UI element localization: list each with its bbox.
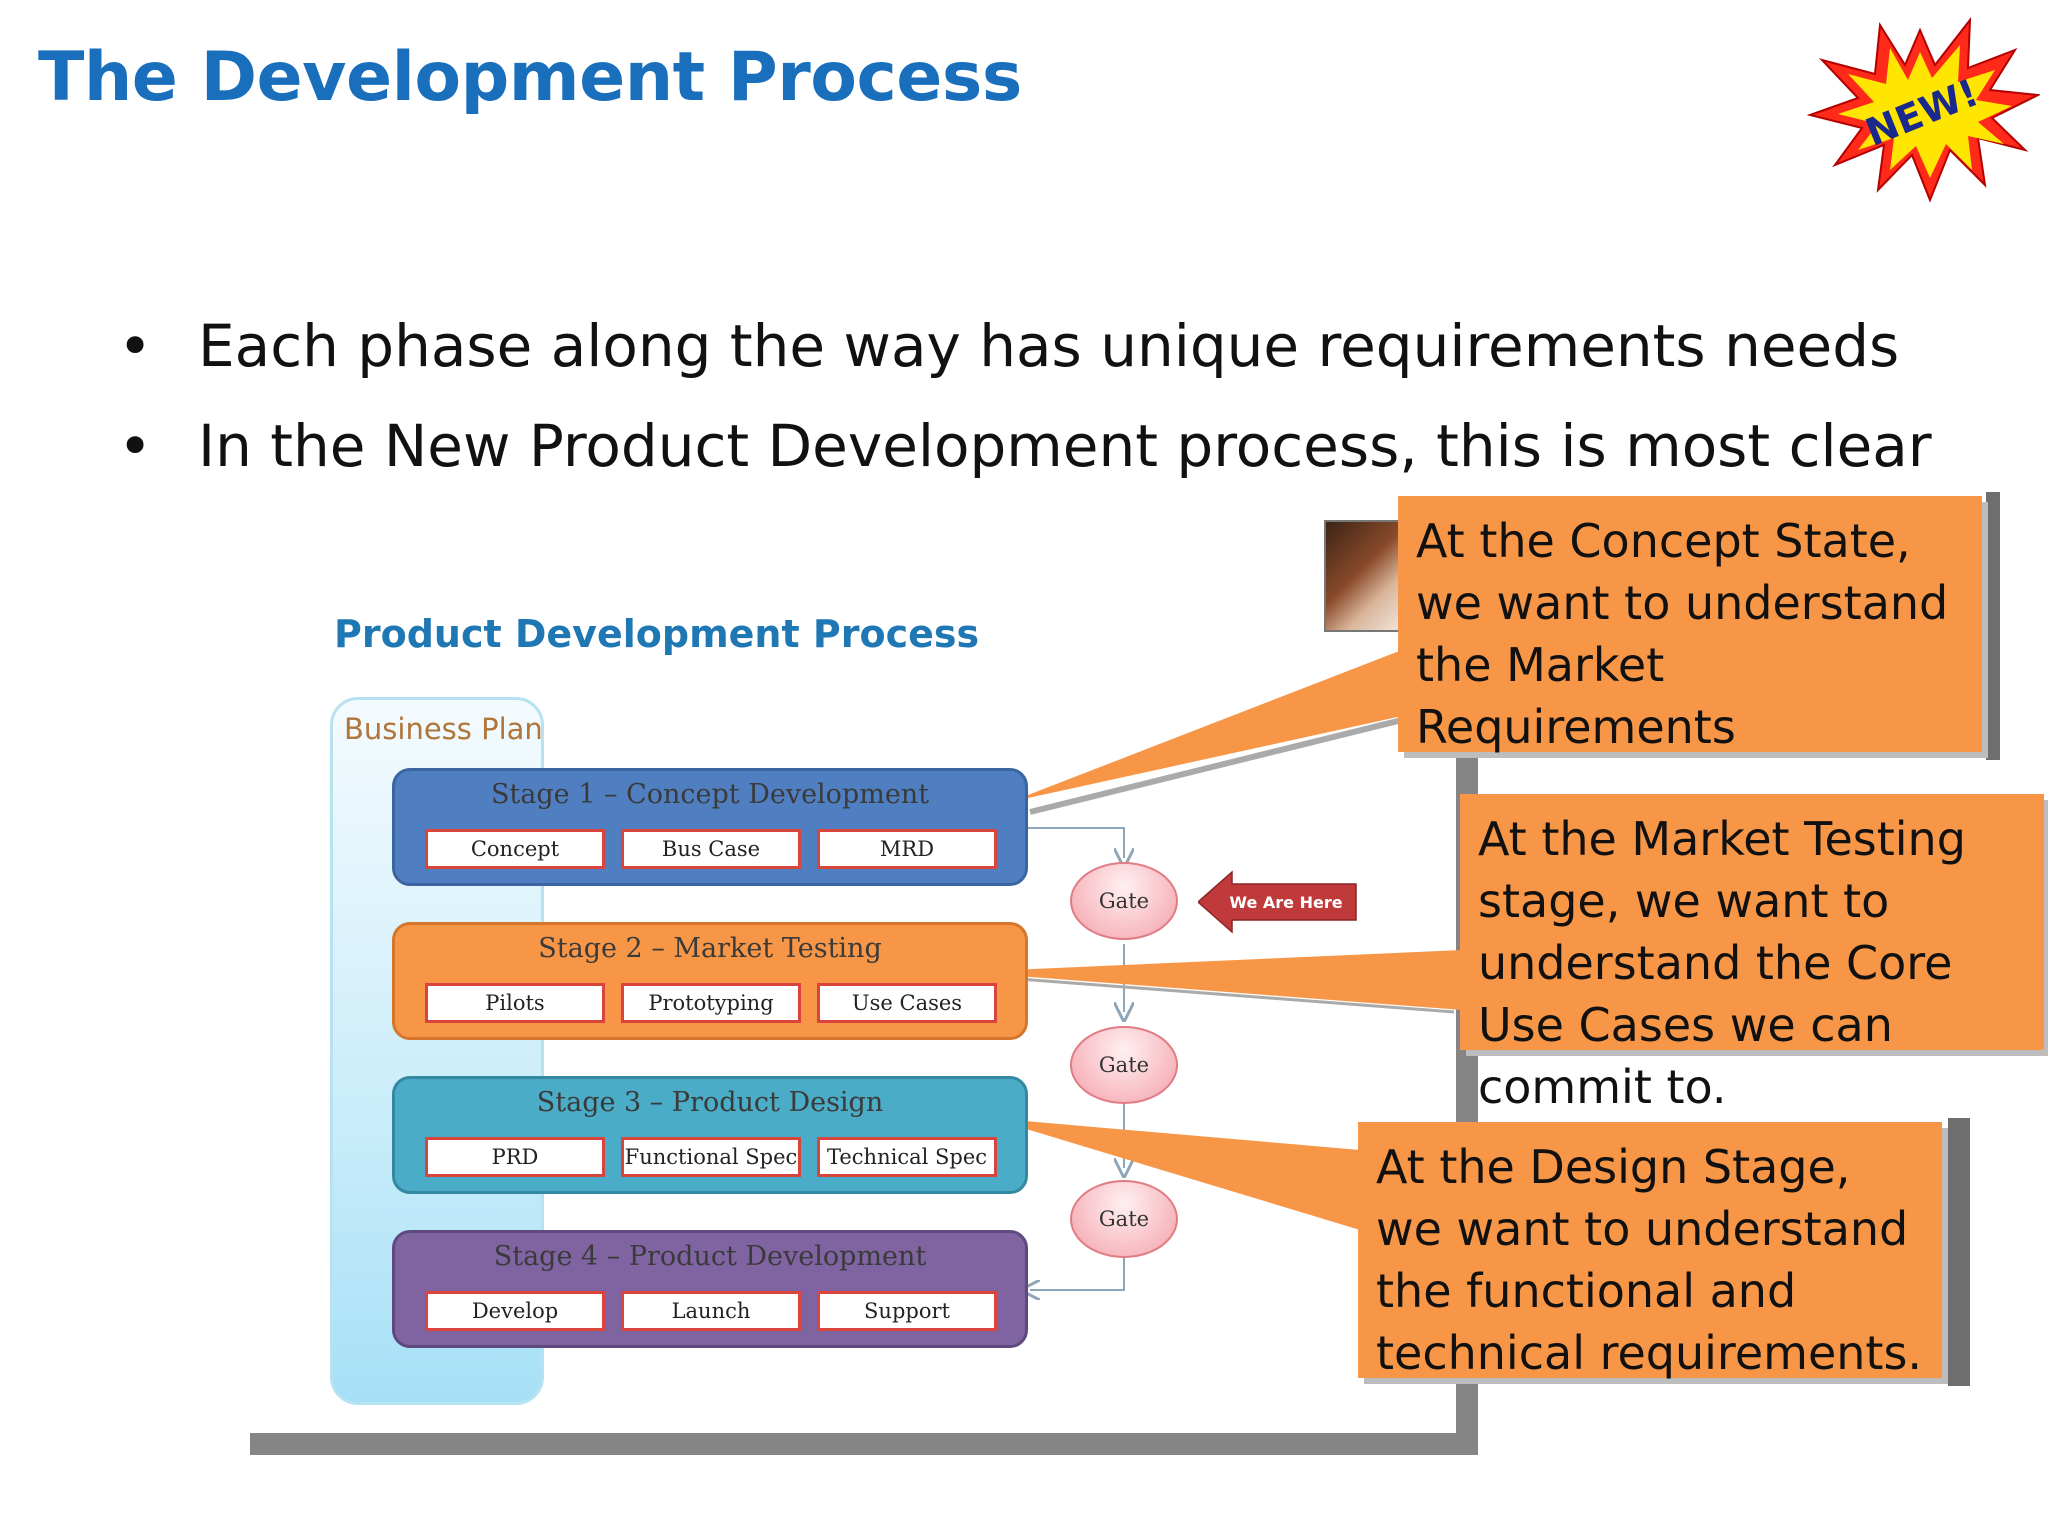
stage-item: PRD: [425, 1137, 605, 1177]
bullet-text: Each phase along the way has unique requ…: [198, 312, 1900, 380]
we-are-here-label: We Are Here: [1229, 893, 1342, 912]
slide-title: The Development Process: [38, 38, 1022, 117]
stage-item: Prototyping: [621, 983, 801, 1023]
bullet-dot: •: [118, 312, 153, 380]
callout-3-frame: [1948, 1118, 1970, 1386]
stage-item: Develop: [425, 1291, 605, 1331]
stage-2-box: Stage 2 – Market Testing Pilots Prototyp…: [392, 922, 1028, 1040]
stage-item: Launch: [621, 1291, 801, 1331]
stage-label: Stage 4 – Product Development: [493, 1241, 927, 1272]
bullet-item: • Each phase along the way has unique req…: [118, 312, 1899, 380]
stage-item: Technical Spec: [817, 1137, 997, 1177]
stage-4-box: Stage 4 – Product Development Develop La…: [392, 1230, 1028, 1348]
new-starburst-badge: NEW!: [1806, 16, 2040, 203]
stage-label: Stage 1 – Concept Development: [490, 779, 930, 810]
bullet-text: In the New Product Development process, …: [198, 412, 1932, 480]
bullet-dot: •: [118, 412, 153, 480]
gate-3: Gate: [1070, 1180, 1178, 1258]
callout-1-frame: [1986, 492, 2000, 760]
stage-item: MRD: [817, 829, 997, 869]
stage-item: Functional Spec: [621, 1137, 801, 1177]
callout-market-testing: At the Market Testing stage, we want to …: [1460, 794, 2044, 1114]
stage-3-box: Stage 3 – Product Design PRD Functional …: [392, 1076, 1028, 1194]
stage-1-box: Stage 1 – Concept Development Concept Bu…: [392, 768, 1028, 886]
stage-item: Support: [817, 1291, 997, 1331]
stage-item: Bus Case: [621, 829, 801, 869]
stage-label: Stage 3 – Product Design: [536, 1087, 884, 1118]
stage-item: Concept: [425, 829, 605, 869]
gate-2: Gate: [1070, 1026, 1178, 1104]
diagram-frame-bottom: [250, 1433, 1478, 1455]
stage-label: Stage 2 – Market Testing: [538, 933, 882, 964]
stage-item: Use Cases: [817, 983, 997, 1023]
we-are-here-arrow: We Are Here: [1198, 870, 1357, 934]
bullet-item: • In the New Product Development process,…: [118, 412, 1932, 480]
stage-item: Pilots: [425, 983, 605, 1023]
callout-design: At the Design Stage, we want to understa…: [1358, 1122, 1942, 1380]
gate-1: Gate: [1070, 862, 1178, 940]
callout-concept: At the Concept State, we want to underst…: [1398, 496, 1982, 754]
diagram-title: Product Development Process: [334, 612, 980, 656]
business-plan-label: Business Plan: [344, 712, 543, 746]
presenter-photo: [1324, 520, 1404, 632]
